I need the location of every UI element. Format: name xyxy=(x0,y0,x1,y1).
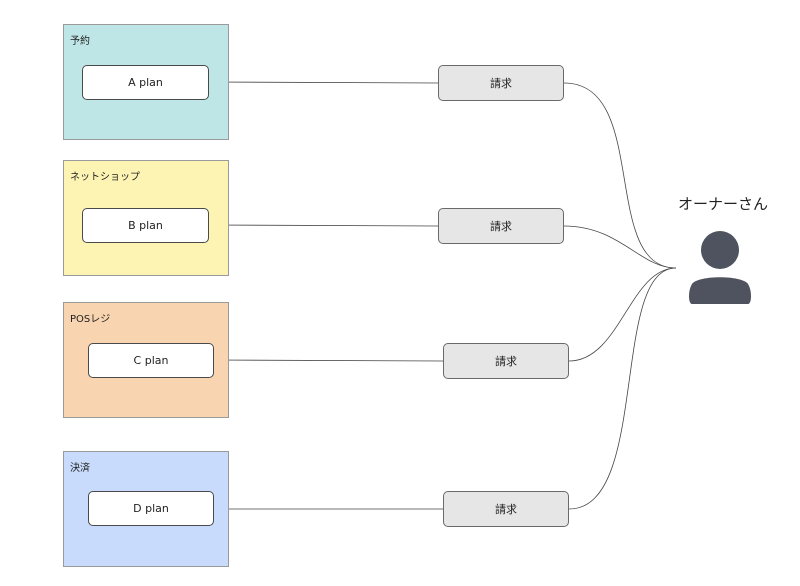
billing-box-c[interactable]: 請求 xyxy=(443,343,569,379)
plan-box-d[interactable]: D plan xyxy=(88,491,214,526)
plan-box-c[interactable]: C plan xyxy=(88,343,214,378)
billing-box-d[interactable]: 請求 xyxy=(443,491,569,527)
connector-a xyxy=(207,81,439,84)
group-label: ネットショップ xyxy=(70,172,140,183)
connector-b xyxy=(207,224,439,227)
connector-c xyxy=(212,359,444,362)
billing-box-a[interactable]: 請求 xyxy=(438,65,564,101)
group-label: POSレジ xyxy=(70,314,111,325)
user-icon[interactable] xyxy=(686,230,754,310)
user-icon-head xyxy=(701,231,739,269)
group-label: 予約 xyxy=(70,36,90,47)
owner-connector-d xyxy=(568,267,677,510)
plan-box-a[interactable]: A plan xyxy=(82,65,209,100)
group-label: 決済 xyxy=(70,463,90,474)
owner-label: オーナーさん xyxy=(677,195,768,213)
owner-connector-b xyxy=(563,225,677,269)
plan-box-b[interactable]: B plan xyxy=(82,208,209,243)
user-icon-body xyxy=(689,277,751,304)
owner-connector-c xyxy=(568,267,677,362)
owner-connector-a xyxy=(563,82,677,269)
billing-box-b[interactable]: 請求 xyxy=(438,208,564,244)
